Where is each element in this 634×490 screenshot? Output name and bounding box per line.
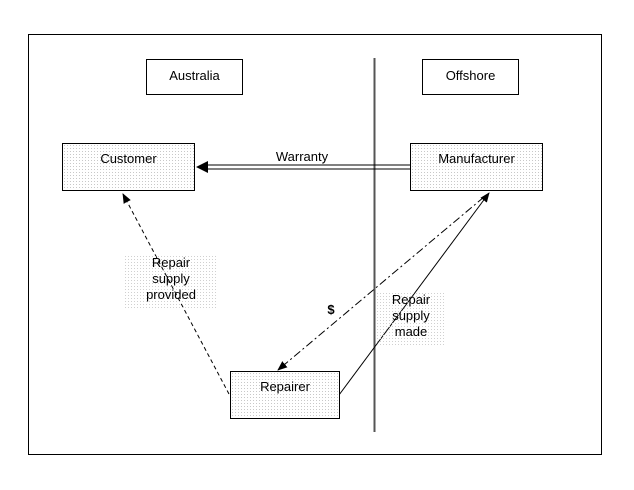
payment-arrow: [277, 196, 485, 371]
warranty-label: Warranty: [275, 149, 329, 164]
australia-region-label: Australia: [146, 59, 243, 95]
repair-provided-label: Repair supply provided: [124, 255, 218, 309]
offshore-region-label: Offshore: [422, 59, 519, 95]
payment-label: $: [327, 302, 335, 317]
offshore-text: Offshore: [445, 68, 496, 83]
customer-label: Customer: [100, 151, 157, 166]
manufacturer-label: Manufacturer: [438, 151, 515, 166]
manufacturer-node: Manufacturer: [410, 143, 543, 191]
repairer-node: Repairer: [230, 371, 340, 419]
repairer-label: Repairer: [260, 379, 310, 394]
outer-frame: [28, 34, 602, 455]
warranty-arrow: [196, 161, 410, 173]
customer-node: Customer: [62, 143, 195, 191]
repair-made-label: Repair supply made: [376, 292, 446, 346]
australia-text: Australia: [169, 68, 220, 83]
